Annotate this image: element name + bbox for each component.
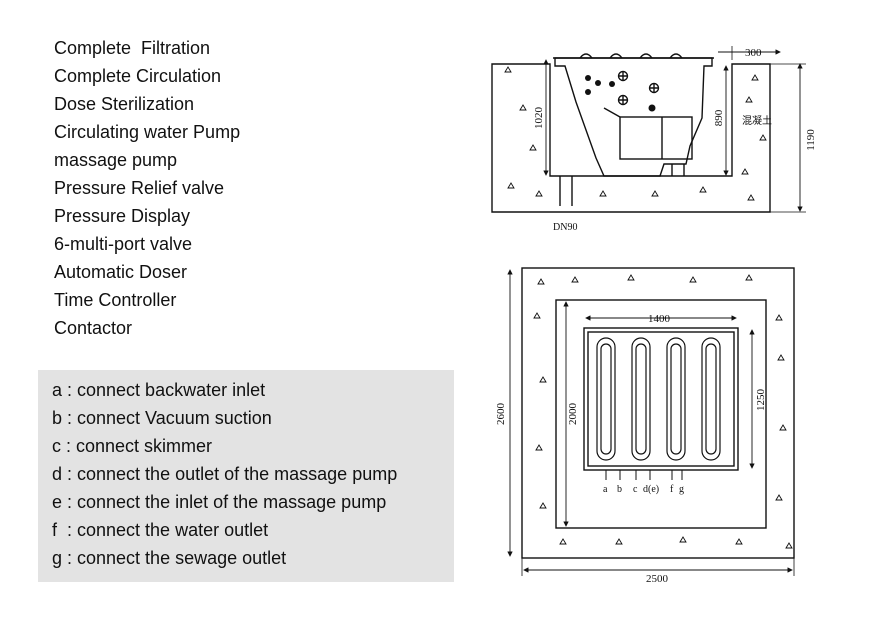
port-holes-crossed <box>617 70 660 106</box>
outer-concrete-boundary <box>521 267 795 559</box>
port-label-c: c <box>633 484 638 495</box>
legend-item: e : connect the inlet of the massage pum… <box>52 492 387 512</box>
section-drawing <box>491 46 806 213</box>
filter-lid-inner <box>587 331 735 467</box>
port-ticks <box>605 470 683 480</box>
feature-item: Time Controller <box>54 290 177 310</box>
pump-equipment-box <box>619 116 693 160</box>
legend-item: c : connect skimmer <box>52 436 213 456</box>
port-label-b: b <box>617 484 622 495</box>
filter-lid-outer <box>583 327 739 471</box>
feature-item: 6-multi-port valve <box>54 234 193 254</box>
feature-item: Contactor <box>54 318 133 338</box>
legend-item: d : connect the outlet of the massage pu… <box>52 464 398 484</box>
feature-item: Complete Circulation <box>54 66 222 86</box>
lid-slots <box>596 337 721 461</box>
dim-label-300: 300 <box>745 47 762 59</box>
port-labels: a b c d(e) f g <box>603 484 684 495</box>
plan-drawing <box>507 267 795 576</box>
concrete-label: 混凝土 <box>742 114 772 127</box>
dim-label-1190: 1190 <box>805 129 817 151</box>
feature-item: Complete Filtration <box>54 38 211 58</box>
dim-label-2600: 2600 <box>495 403 507 426</box>
dim-label-890: 890 <box>713 109 725 126</box>
feature-item: Dose Sterilization <box>54 94 195 114</box>
feature-item: massage pump <box>54 150 178 170</box>
feature-item: Pressure Relief valve <box>54 178 225 198</box>
filter-tank-body <box>554 57 713 177</box>
port-label-f: f <box>670 484 674 495</box>
dim-label-2500: 2500 <box>646 573 669 585</box>
legend-item: f : connect the water outlet <box>52 520 269 540</box>
port-label-a: a <box>603 484 608 495</box>
concrete-speckles <box>533 274 793 549</box>
feature-item: Circulating water Pump <box>54 122 241 142</box>
dim-label-1400: 1400 <box>648 313 671 325</box>
connection-legend: a : connect backwater inlet b : connect … <box>52 376 397 572</box>
dim-label-1250: 1250 <box>755 389 767 412</box>
connection-legend-panel <box>38 370 454 582</box>
legend-item: g : connect the sewage outlet <box>52 548 287 568</box>
lid-bumps <box>579 53 683 59</box>
dim-label-2000: 2000 <box>567 403 579 426</box>
feature-item: Automatic Doser <box>54 262 188 282</box>
drain-pipe <box>559 176 573 206</box>
feature-item: Pressure Display <box>54 206 191 226</box>
port-holes <box>585 75 656 112</box>
tank-inner-line <box>603 107 621 118</box>
concrete-speckles <box>504 66 767 201</box>
legend-item: b : connect Vacuum suction <box>52 408 272 428</box>
port-label-g: g <box>679 484 684 495</box>
pit-outline <box>555 299 767 529</box>
port-label-de: d(e) <box>643 484 659 495</box>
drain-label: DN90 <box>553 222 577 233</box>
legend-item: a : connect backwater inlet <box>52 380 266 400</box>
feature-list: Complete Filtration Complete Circulation… <box>54 34 240 342</box>
concrete-pit-outline <box>491 63 771 213</box>
dim-label-1020: 1020 <box>533 107 545 130</box>
